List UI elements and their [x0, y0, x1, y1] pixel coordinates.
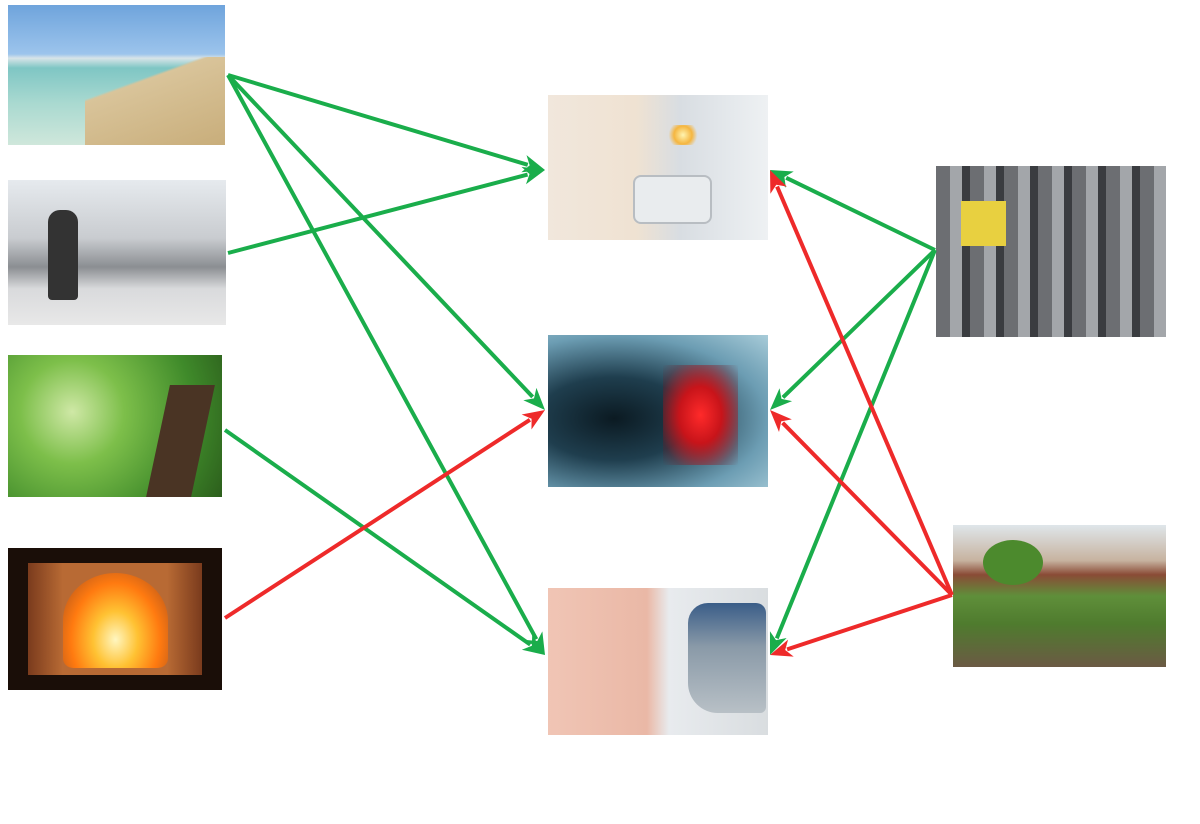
arrow-shaft [223, 428, 532, 647]
beach-photo [8, 5, 225, 145]
arrow-beach-to-glucose [226, 74, 545, 655]
arrow-trees-to-glucose [223, 428, 545, 655]
arrow-head [521, 166, 545, 185]
arrow-traffic-to-bp [770, 170, 936, 252]
arrow-garden-to-glucose [770, 593, 953, 657]
arrow-shaft [785, 176, 936, 252]
arrow-garden-to-bp [770, 170, 954, 596]
arrow-shaft [223, 418, 531, 620]
arrow-garden-to-xray [770, 410, 954, 597]
arrow-shaft [786, 593, 953, 652]
traffic-jam-photo [936, 166, 1166, 337]
blood-pressure-monitor-photo [548, 95, 768, 240]
arrow-head [521, 410, 545, 430]
arrow-shaft [781, 421, 954, 597]
arrow-head [523, 387, 545, 410]
arrow-shaft [226, 74, 539, 641]
arrow-head [521, 634, 545, 655]
tree-canopy-photo [8, 355, 222, 497]
lung-xray-photo [548, 335, 768, 487]
arrow-shaft [775, 185, 954, 596]
arrow-head [770, 639, 794, 657]
garden-photo [953, 525, 1166, 667]
arrow-shaft [774, 249, 937, 640]
arrow-shaft [226, 73, 535, 399]
arrow-shaft [227, 172, 529, 255]
arrow-fire-to-xray [223, 410, 545, 620]
arrow-head [770, 388, 793, 410]
arrow-head [770, 170, 794, 188]
arrow-traffic-to-glucose [769, 249, 937, 655]
fireplace-photo [8, 548, 222, 690]
arrow-shaft [781, 248, 937, 399]
arrow-head [770, 410, 792, 432]
arrow-head [770, 170, 787, 194]
arrow-head [769, 631, 787, 655]
arrow-shaft [227, 73, 529, 167]
glucose-meter-photo [548, 588, 768, 735]
arrow-street-to-bp [227, 166, 545, 255]
arrow-traffic-to-xray [770, 248, 937, 410]
pedestrian-street-photo [8, 180, 226, 325]
arrow-beach-to-xray [226, 73, 545, 410]
